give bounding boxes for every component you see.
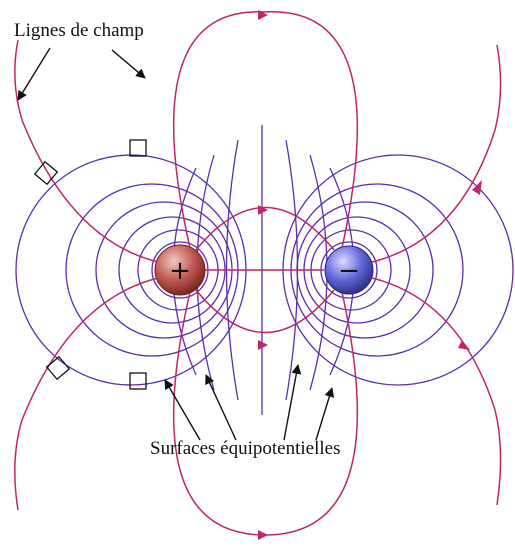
negative-charge: −: [324, 245, 374, 295]
field-line: [494, 409, 502, 506]
right-angle-square: [45, 355, 71, 381]
field-line: [371, 277, 496, 411]
field-line: [494, 44, 502, 131]
right-angle-square: [33, 160, 59, 186]
pointer-arrows: [17, 47, 335, 441]
pointer-arrow: [17, 47, 51, 101]
arrow-head: [258, 530, 268, 540]
field-line: [371, 129, 496, 263]
field-line-arrows: [258, 10, 482, 540]
positive-charge: +: [154, 244, 206, 296]
pointer-arrow: [283, 364, 302, 441]
arrow-head: [258, 340, 268, 350]
pointer-arrow: [111, 49, 146, 79]
pointer-arrow: [164, 379, 201, 441]
field-lines-label: Lignes de champ: [14, 20, 144, 41]
pointer-arrow: [205, 374, 237, 441]
right-angle-square: [129, 139, 147, 157]
field-line: [172, 11, 358, 249]
field-line: [195, 289, 335, 334]
field-line: [195, 206, 335, 251]
positive-sign: +: [169, 256, 191, 286]
field-lines: [14, 11, 502, 536]
right-angle-marks: [33, 139, 147, 390]
field-line: [14, 419, 23, 511]
arrow-head: [258, 205, 268, 215]
right-angle-square: [129, 372, 147, 390]
pointer-arrow: [315, 387, 335, 441]
equipotential-line: [309, 154, 328, 391]
arrow-head: [458, 340, 470, 350]
field-line: [21, 277, 159, 421]
field-line: [21, 119, 159, 263]
negative-sign: −: [338, 256, 360, 286]
equipotential-surfaces-label: Surfaces équipotentielles: [150, 438, 341, 459]
field-line: [14, 39, 23, 121]
arrow-head: [258, 10, 268, 20]
arrow-head: [472, 180, 482, 195]
